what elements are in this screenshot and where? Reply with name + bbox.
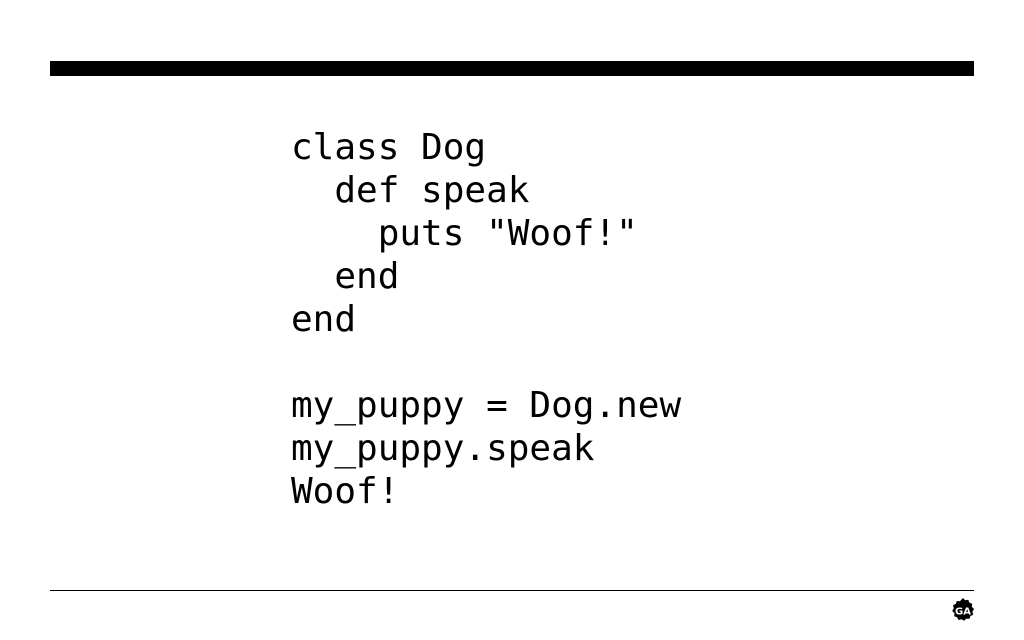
footer-divider — [50, 590, 974, 591]
code-line: my_puppy.speak — [291, 428, 595, 469]
ga-badge-icon: GA — [952, 598, 974, 621]
code-line: puts "Woof!" — [291, 213, 638, 254]
code-line — [291, 341, 681, 384]
code-line: class Dog — [291, 127, 487, 168]
code-line: end — [291, 299, 357, 340]
code-line: Woof! — [291, 471, 400, 512]
title-bar-divider — [50, 61, 974, 76]
code-line: end — [291, 256, 400, 297]
code-line: def speak — [291, 170, 530, 211]
logo-text: GA — [955, 606, 971, 617]
code-line: my_puppy = Dog.new — [291, 385, 682, 426]
